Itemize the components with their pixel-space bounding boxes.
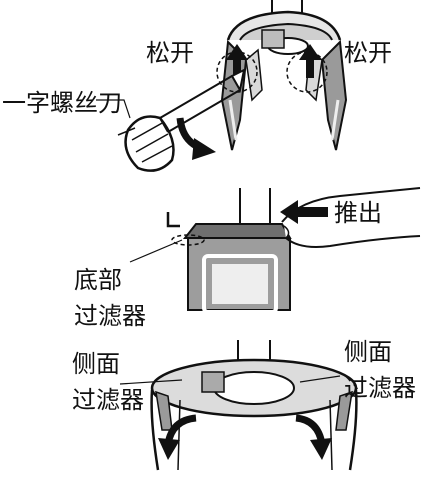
side-filter-right-label: 侧面 过滤器 bbox=[344, 338, 416, 402]
screwdriver-label: 一字螺丝刀 bbox=[2, 89, 122, 117]
panel-3-side-filters bbox=[119, 340, 358, 471]
rotate-arrow-icon bbox=[176, 117, 216, 160]
side-filter-left-label: 侧面 过滤器 bbox=[72, 350, 144, 414]
release-right-label: 松开 bbox=[344, 39, 392, 67]
open-arrow-right-icon bbox=[295, 414, 332, 460]
open-arrow-left-icon bbox=[158, 414, 197, 460]
release-arrow-left-icon bbox=[226, 44, 248, 78]
bottom-filter-label: 底部 过滤器 bbox=[74, 266, 146, 330]
push-arrow-icon bbox=[280, 200, 328, 224]
release-left-label: 松开 bbox=[146, 39, 194, 67]
panel-1-screwdriver-release bbox=[117, 0, 348, 172]
push-out-label: 推出 bbox=[334, 199, 382, 227]
release-arrow-right-icon bbox=[299, 44, 321, 78]
screwdriver-icon bbox=[117, 68, 246, 172]
panel-2-push-out bbox=[129, 187, 421, 314]
